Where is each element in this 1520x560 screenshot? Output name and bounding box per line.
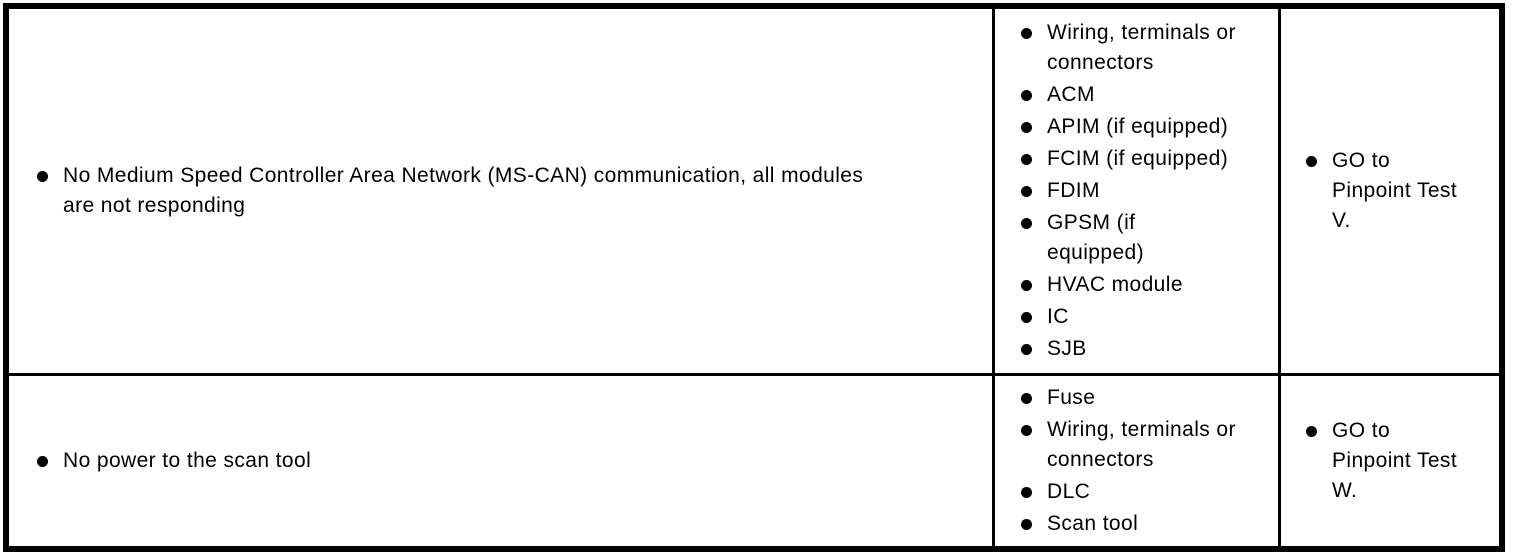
source-list-item: FCIM (if equipped) bbox=[1021, 144, 1274, 174]
bullet-icon bbox=[1021, 393, 1032, 404]
action-text: GO to Pinpoint Test V. bbox=[1332, 149, 1458, 232]
symptom-item: No Medium Speed Controller Area Network … bbox=[37, 161, 863, 221]
source-list-item: FDIM bbox=[1021, 176, 1274, 206]
source-list-item: Wiring, terminals or connectors bbox=[1021, 415, 1274, 475]
bullet-icon bbox=[1306, 156, 1317, 167]
source-item-text: SJB bbox=[1047, 337, 1087, 360]
bullet-icon bbox=[1021, 487, 1032, 498]
bullet-icon bbox=[1021, 218, 1032, 229]
source-list-item: DLC bbox=[1021, 477, 1274, 507]
source-list-item: SJB bbox=[1021, 334, 1274, 364]
bullet-icon bbox=[1021, 154, 1032, 165]
source-item-text: FCIM (if equipped) bbox=[1047, 147, 1229, 170]
symptom-text: No Medium Speed Controller Area Network … bbox=[63, 164, 864, 217]
bullet-icon bbox=[1021, 425, 1032, 436]
action-cell-row-2: GO to Pinpoint Test W. bbox=[1281, 376, 1499, 546]
source-list-item: APIM (if equipped) bbox=[1021, 112, 1274, 142]
source-item-text: APIM (if equipped) bbox=[1047, 115, 1229, 138]
action-text: GO to Pinpoint Test W. bbox=[1332, 419, 1458, 502]
bullet-icon bbox=[1021, 28, 1032, 39]
source-list-item: Wiring, terminals or connectors bbox=[1021, 18, 1274, 78]
table-grid: No Medium Speed Controller Area Network … bbox=[9, 9, 1499, 546]
source-item-text: IC bbox=[1047, 305, 1069, 328]
bullet-icon bbox=[37, 171, 48, 182]
source-item-text: Wiring, terminals or connectors bbox=[1047, 21, 1236, 74]
bullet-icon bbox=[1021, 122, 1032, 133]
bullet-icon bbox=[1021, 519, 1032, 530]
bullet-icon bbox=[1021, 280, 1032, 291]
source-list-item: Fuse bbox=[1021, 383, 1274, 413]
source-list-item: Scan tool bbox=[1021, 509, 1274, 539]
source-item-text: FDIM bbox=[1047, 179, 1100, 202]
source-item-text: ACM bbox=[1047, 83, 1095, 106]
source-item-text: Fuse bbox=[1047, 386, 1096, 409]
bullet-icon bbox=[1021, 90, 1032, 101]
source-list-item: ACM bbox=[1021, 80, 1274, 110]
symptom-item: No power to the scan tool bbox=[37, 446, 311, 476]
action-cell-row-1: GO to Pinpoint Test V. bbox=[1281, 9, 1499, 376]
bullet-icon bbox=[37, 456, 48, 467]
action-item: GO to Pinpoint Test W. bbox=[1306, 416, 1457, 506]
action-item: GO to Pinpoint Test V. bbox=[1306, 146, 1457, 236]
bullet-icon bbox=[1306, 426, 1317, 437]
bullet-icon bbox=[1021, 344, 1032, 355]
source-item-text: GPSM (if equipped) bbox=[1047, 211, 1145, 264]
source-list-item: GPSM (if equipped) bbox=[1021, 208, 1274, 268]
symptom-chart-table: No Medium Speed Controller Area Network … bbox=[3, 3, 1505, 552]
symptom-text: No power to the scan tool bbox=[63, 449, 312, 472]
source-item-text: HVAC module bbox=[1047, 273, 1183, 296]
source-item-text: DLC bbox=[1047, 480, 1091, 503]
bullet-icon bbox=[1021, 312, 1032, 323]
source-list-item: HVAC module bbox=[1021, 270, 1274, 300]
symptom-cell-row-2: No power to the scan tool bbox=[9, 376, 995, 546]
source-item-text: Wiring, terminals or connectors bbox=[1047, 418, 1236, 471]
bullet-icon bbox=[1021, 186, 1032, 197]
symptom-cell-row-1: No Medium Speed Controller Area Network … bbox=[9, 9, 995, 376]
source-list-item: IC bbox=[1021, 302, 1274, 332]
source-item-text: Scan tool bbox=[1047, 512, 1139, 535]
